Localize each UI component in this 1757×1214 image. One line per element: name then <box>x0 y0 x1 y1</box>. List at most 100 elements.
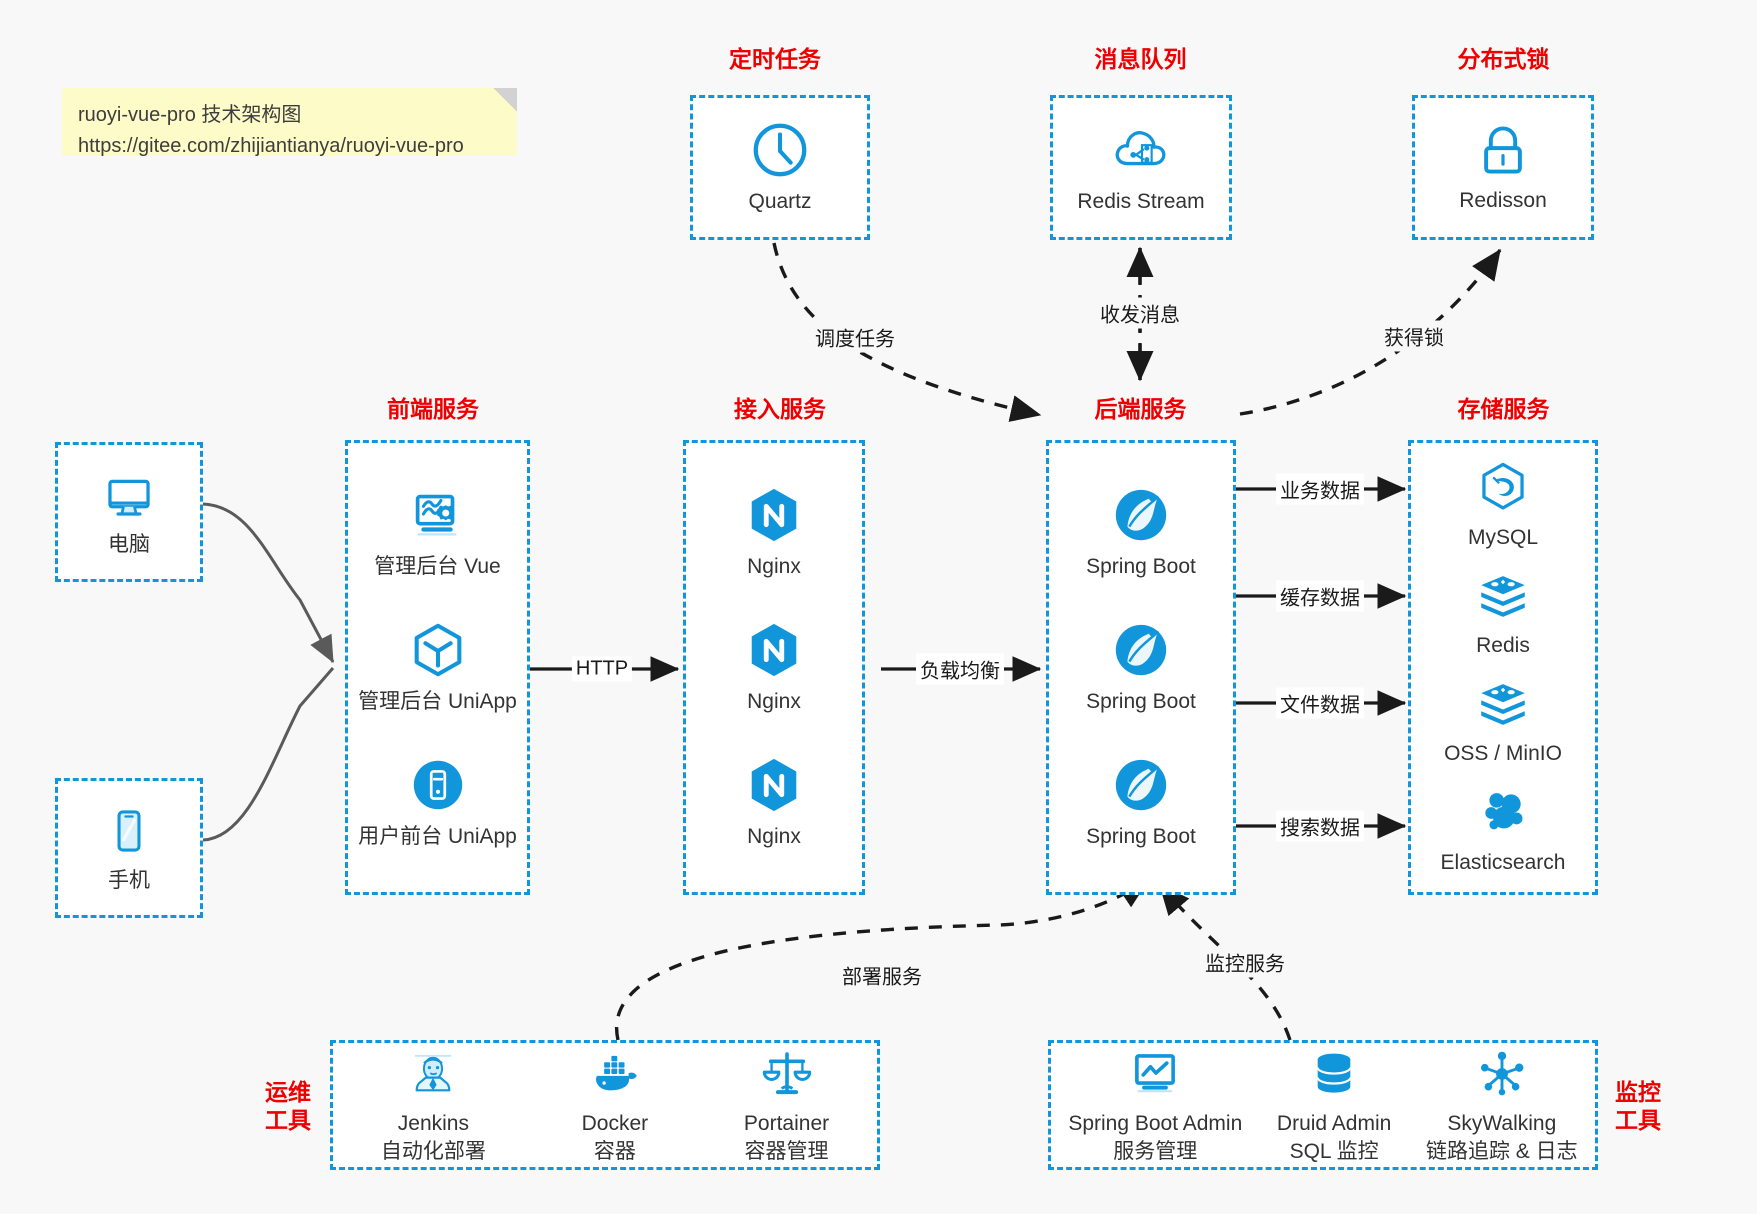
node-elasticsearch[interactable]: Elasticsearch <box>1440 784 1566 876</box>
node-admin-vue[interactable]: 管理后台 Vue <box>374 484 501 580</box>
devops-label-line-2: 工具 <box>265 1107 311 1134</box>
edge-computer-to-frontend <box>202 502 335 664</box>
edge-label-http: HTTP <box>571 656 633 682</box>
node-label-line-2: 链路追踪 & 日志 <box>1425 1139 1578 1163</box>
docker-whale-icon <box>595 1056 637 1091</box>
node-label-line-1: Spring Boot Admin <box>1068 1112 1243 1136</box>
node-docker[interactable]: Docker 容器 <box>581 1045 649 1165</box>
box-computer: 电脑 <box>55 442 203 582</box>
node-label: 管理后台 UniApp <box>358 690 517 714</box>
network-nodes-icon <box>1480 1051 1524 1096</box>
scales-icon <box>762 1052 811 1095</box>
node-label: Elasticsearch <box>1440 850 1566 874</box>
node-mysql[interactable]: MySQL <box>1468 459 1538 551</box>
spring-leaf-icon <box>1115 490 1167 541</box>
group-label-scheduled-task: 定时任务 <box>729 46 821 72</box>
node-druid-admin[interactable]: Druid Admin SQL 监控 <box>1277 1045 1391 1165</box>
node-skywalking[interactable]: SkyWalking 链路追踪 & 日志 <box>1426 1045 1578 1165</box>
node-label: Spring Boot <box>1086 825 1196 849</box>
node-spring-boot-3[interactable]: Spring Boot <box>1086 754 1196 850</box>
node-portainer[interactable]: Portainer 容器管理 <box>744 1045 829 1165</box>
edge-label-send-receive-message: 收发消息 <box>1096 297 1184 329</box>
node-label-line-1: Jenkins <box>397 1112 469 1136</box>
node-label-line-1: Druid Admin <box>1276 1112 1392 1136</box>
group-label-frontend-service: 前端服务 <box>387 396 479 422</box>
edge-label-search-data: 搜索数据 <box>1276 810 1364 842</box>
group-label-message-queue: 消息队列 <box>1094 46 1187 72</box>
node-nginx-2[interactable]: Nginx <box>743 619 805 715</box>
node-label: Spring Boot Admin 服务管理 <box>1068 1110 1242 1165</box>
database-icon <box>1316 1053 1352 1093</box>
box-message-queue: Redis Stream <box>1050 95 1232 240</box>
edge-label-acquire-lock: 获得锁 <box>1380 320 1448 352</box>
group-label-distributed-lock: 分布式锁 <box>1457 46 1550 72</box>
hexagon-cube-icon <box>414 624 461 677</box>
node-label: Nginx <box>747 825 801 849</box>
node-label: Jenkins 自动化部署 <box>381 1110 486 1165</box>
edge-label-schedule-task: 调度任务 <box>811 321 899 353</box>
node-redisson[interactable]: Redisson <box>1459 120 1547 214</box>
note-line-1: ruoyi-vue-pro 技术架构图 <box>78 104 302 126</box>
box-frontend-service: 管理后台 Vue 管理后台 UniApp 用户前台 UniApp <box>345 440 530 895</box>
node-label-line-1: Docker <box>581 1112 649 1136</box>
node-phone[interactable]: 手机 <box>100 802 158 894</box>
node-label: Quartz <box>748 190 812 214</box>
nginx-icon <box>751 624 797 677</box>
node-spring-boot-1[interactable]: Spring Boot <box>1086 484 1196 580</box>
nginx-icon <box>751 489 797 542</box>
jenkins-butler-icon <box>415 1055 452 1092</box>
node-admin-uniapp[interactable]: 管理后台 UniApp <box>358 619 517 715</box>
monitor-chart-icon <box>1135 1054 1176 1093</box>
node-label: OSS / MinIO <box>1444 742 1562 766</box>
node-label: Spring Boot <box>1086 690 1196 714</box>
box-storage-service: MySQL Redis OSS / MinIO <box>1408 440 1598 895</box>
node-label: Nginx <box>747 690 801 714</box>
box-devops-tools: Jenkins 自动化部署 Docker 容器 <box>330 1040 880 1170</box>
node-quartz[interactable]: Quartz <box>748 119 812 215</box>
box-phone: 手机 <box>55 778 203 918</box>
nginx-icon <box>751 759 797 812</box>
box-scheduled-task: Quartz <box>690 95 870 240</box>
redis-stack-icon <box>1481 576 1525 618</box>
node-label: 管理后台 Vue <box>374 555 501 579</box>
node-nginx-1[interactable]: Nginx <box>743 484 805 580</box>
node-label-line-2: 容器 <box>593 1139 636 1163</box>
node-nginx-3[interactable]: Nginx <box>743 754 805 850</box>
group-label-monitor-tools: 监控 工具 <box>1608 1078 1668 1134</box>
box-backend-service: Spring Boot Spring Boot Spring Boot <box>1046 440 1236 895</box>
group-label-backend-service: 后端服务 <box>1094 396 1187 422</box>
node-label: Portainer 容器管理 <box>744 1110 829 1165</box>
devops-label-line-1: 运维 <box>265 1079 311 1105</box>
node-label-line-1: SkyWalking <box>1447 1112 1557 1136</box>
monitor-label-line-1: 监控 <box>1615 1079 1661 1105</box>
node-label: 用户前台 UniApp <box>358 825 517 849</box>
dashboard-gear-icon <box>416 495 458 536</box>
note-folded-corner <box>493 88 517 112</box>
node-computer[interactable]: 电脑 <box>100 466 158 558</box>
group-label-devops-tools: 运维 工具 <box>258 1078 318 1134</box>
node-label: Redis Stream <box>1077 190 1205 214</box>
node-spring-boot-admin[interactable]: Spring Boot Admin 服务管理 <box>1068 1045 1242 1165</box>
desktop-monitor-icon <box>108 479 150 516</box>
node-label-line-2: 服务管理 <box>1113 1139 1198 1163</box>
node-redis-stream[interactable]: Redis Stream <box>1077 119 1205 215</box>
spring-leaf-icon <box>1115 760 1167 811</box>
node-label: Spring Boot <box>1086 555 1196 579</box>
node-label-line-2: 容器管理 <box>744 1139 829 1163</box>
node-jenkins[interactable]: Jenkins 自动化部署 <box>381 1045 486 1165</box>
note-line-2: https://gitee.com/zhijiantianya/ruoyi-vu… <box>78 135 464 157</box>
node-label: Nginx <box>747 555 801 579</box>
edge-label-load-balance: 负载均衡 <box>916 653 1004 685</box>
node-label-line-2: 自动化部署 <box>380 1139 486 1163</box>
note-card: ruoyi-vue-pro 技术架构图 https://gitee.com/zh… <box>62 88 517 157</box>
node-label: Redis <box>1476 634 1530 658</box>
node-oss-minio[interactable]: OSS / MinIO <box>1444 675 1562 767</box>
node-user-uniapp[interactable]: 用户前台 UniApp <box>358 754 517 850</box>
node-label: MySQL <box>1467 526 1538 549</box>
edge-label-deploy-service: 部署服务 <box>838 959 926 991</box>
app-tile-icon <box>413 761 462 810</box>
edge-label-monitor-service: 监控服务 <box>1201 946 1289 978</box>
node-redis[interactable]: Redis <box>1474 567 1532 659</box>
clock-icon <box>753 123 807 177</box>
node-spring-boot-2[interactable]: Spring Boot <box>1086 619 1196 715</box>
